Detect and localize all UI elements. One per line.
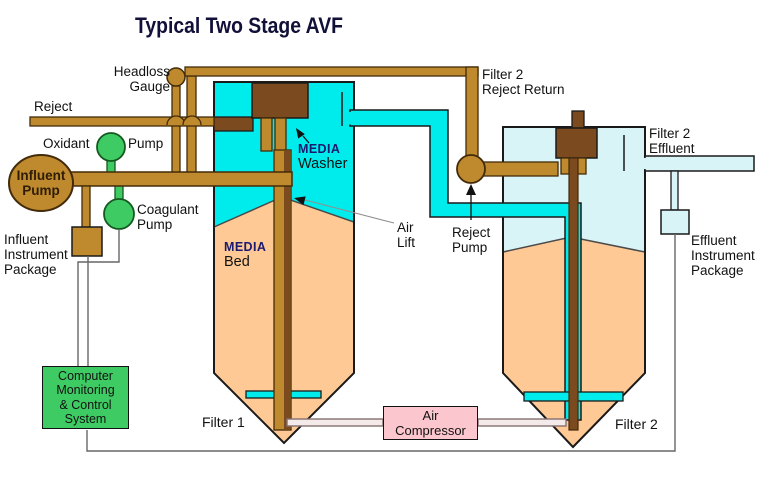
computer-effluent-signal-wire <box>86 234 676 452</box>
influent-main-pipe <box>67 171 293 187</box>
effluent-pipe-wall-joint <box>643 158 648 169</box>
filter1-washer-tab <box>260 117 273 152</box>
filter2-effluent-label: Filter 2 Effluent <box>649 126 695 156</box>
headloss-gauge-stem <box>171 85 181 178</box>
diagram-title: Typical Two Stage AVF <box>135 13 343 38</box>
influent-instrument-drop-pipe <box>81 185 91 229</box>
headloss-gauge-label: Headloss Gauge <box>113 64 170 94</box>
filter2-washer-stub <box>571 110 585 130</box>
air-lift-arrow-head <box>294 196 306 206</box>
reject-pump-arrow-head <box>466 184 476 195</box>
headloss-gauge <box>166 67 186 87</box>
influent-instrument-label: Influent Instrument Package <box>4 232 68 277</box>
reject-pipe <box>29 116 215 127</box>
coagulant-pump <box>103 198 135 230</box>
coagulant-signal-wire <box>77 229 120 366</box>
air-compressor-box: Air Compressor <box>383 406 478 440</box>
transfer-pipe-wall-joint <box>346 112 358 125</box>
air-pipe-filter2 <box>477 418 567 427</box>
media-bed-label: MEDIA Bed <box>224 240 267 270</box>
air-lift-label: Air Lift <box>397 220 416 250</box>
pipe-crossing-hop <box>182 115 202 126</box>
oxidant-pump <box>96 132 126 162</box>
influent-instrument-box <box>71 226 103 257</box>
reject-label: Reject <box>34 99 73 114</box>
coagulant-pump-stem <box>114 184 124 201</box>
reject-pump-label: Reject Pump <box>452 225 491 255</box>
reject-pump-suction-arm <box>482 161 559 177</box>
filter2-label: Filter 2 <box>615 416 658 432</box>
filter2-center-pipe <box>568 157 579 431</box>
air-lift-arrow-line <box>304 199 395 224</box>
media-washer-arrow-line <box>302 135 310 144</box>
effluent-instrument-label: Effluent Instrument Package <box>691 233 755 278</box>
filter2-effluent-pipe <box>644 155 755 172</box>
filter1-reject-connector <box>213 116 254 132</box>
reject-return-top-pipe <box>184 66 479 77</box>
computer-monitoring-control-box: Computer Monitoring & Control System <box>42 366 129 429</box>
coagulant-pump-label: Coagulant Pump <box>137 202 199 232</box>
air-pipe-filter1 <box>286 418 384 427</box>
oxidant-pump-word-label: Pump <box>128 136 164 151</box>
effluent-instrument-drop-pipe <box>670 170 679 211</box>
filter1-washer-tab <box>274 117 287 152</box>
oxidant-label: Oxidant <box>43 136 90 151</box>
filter1-center-pipe-core <box>284 151 290 429</box>
influent-pump <box>8 154 74 212</box>
filter2-reject-return-label: Filter 2 Reject Return <box>482 67 565 97</box>
influent-pump-label: Influent Pump <box>16 168 66 198</box>
filter1-tank-outline <box>213 81 355 445</box>
media-washer-label: MEDIA Washer <box>298 142 348 172</box>
filter1-label: Filter 1 <box>202 414 245 430</box>
filter1-washer-box <box>251 82 309 119</box>
reject-pump-riser <box>465 66 479 163</box>
effluent-instrument-box <box>660 209 690 235</box>
media-washer-arrow-head <box>296 128 305 139</box>
filter2-washer-box <box>555 127 598 159</box>
reject-pump <box>456 154 486 184</box>
filter2-tank-outline <box>502 126 646 449</box>
